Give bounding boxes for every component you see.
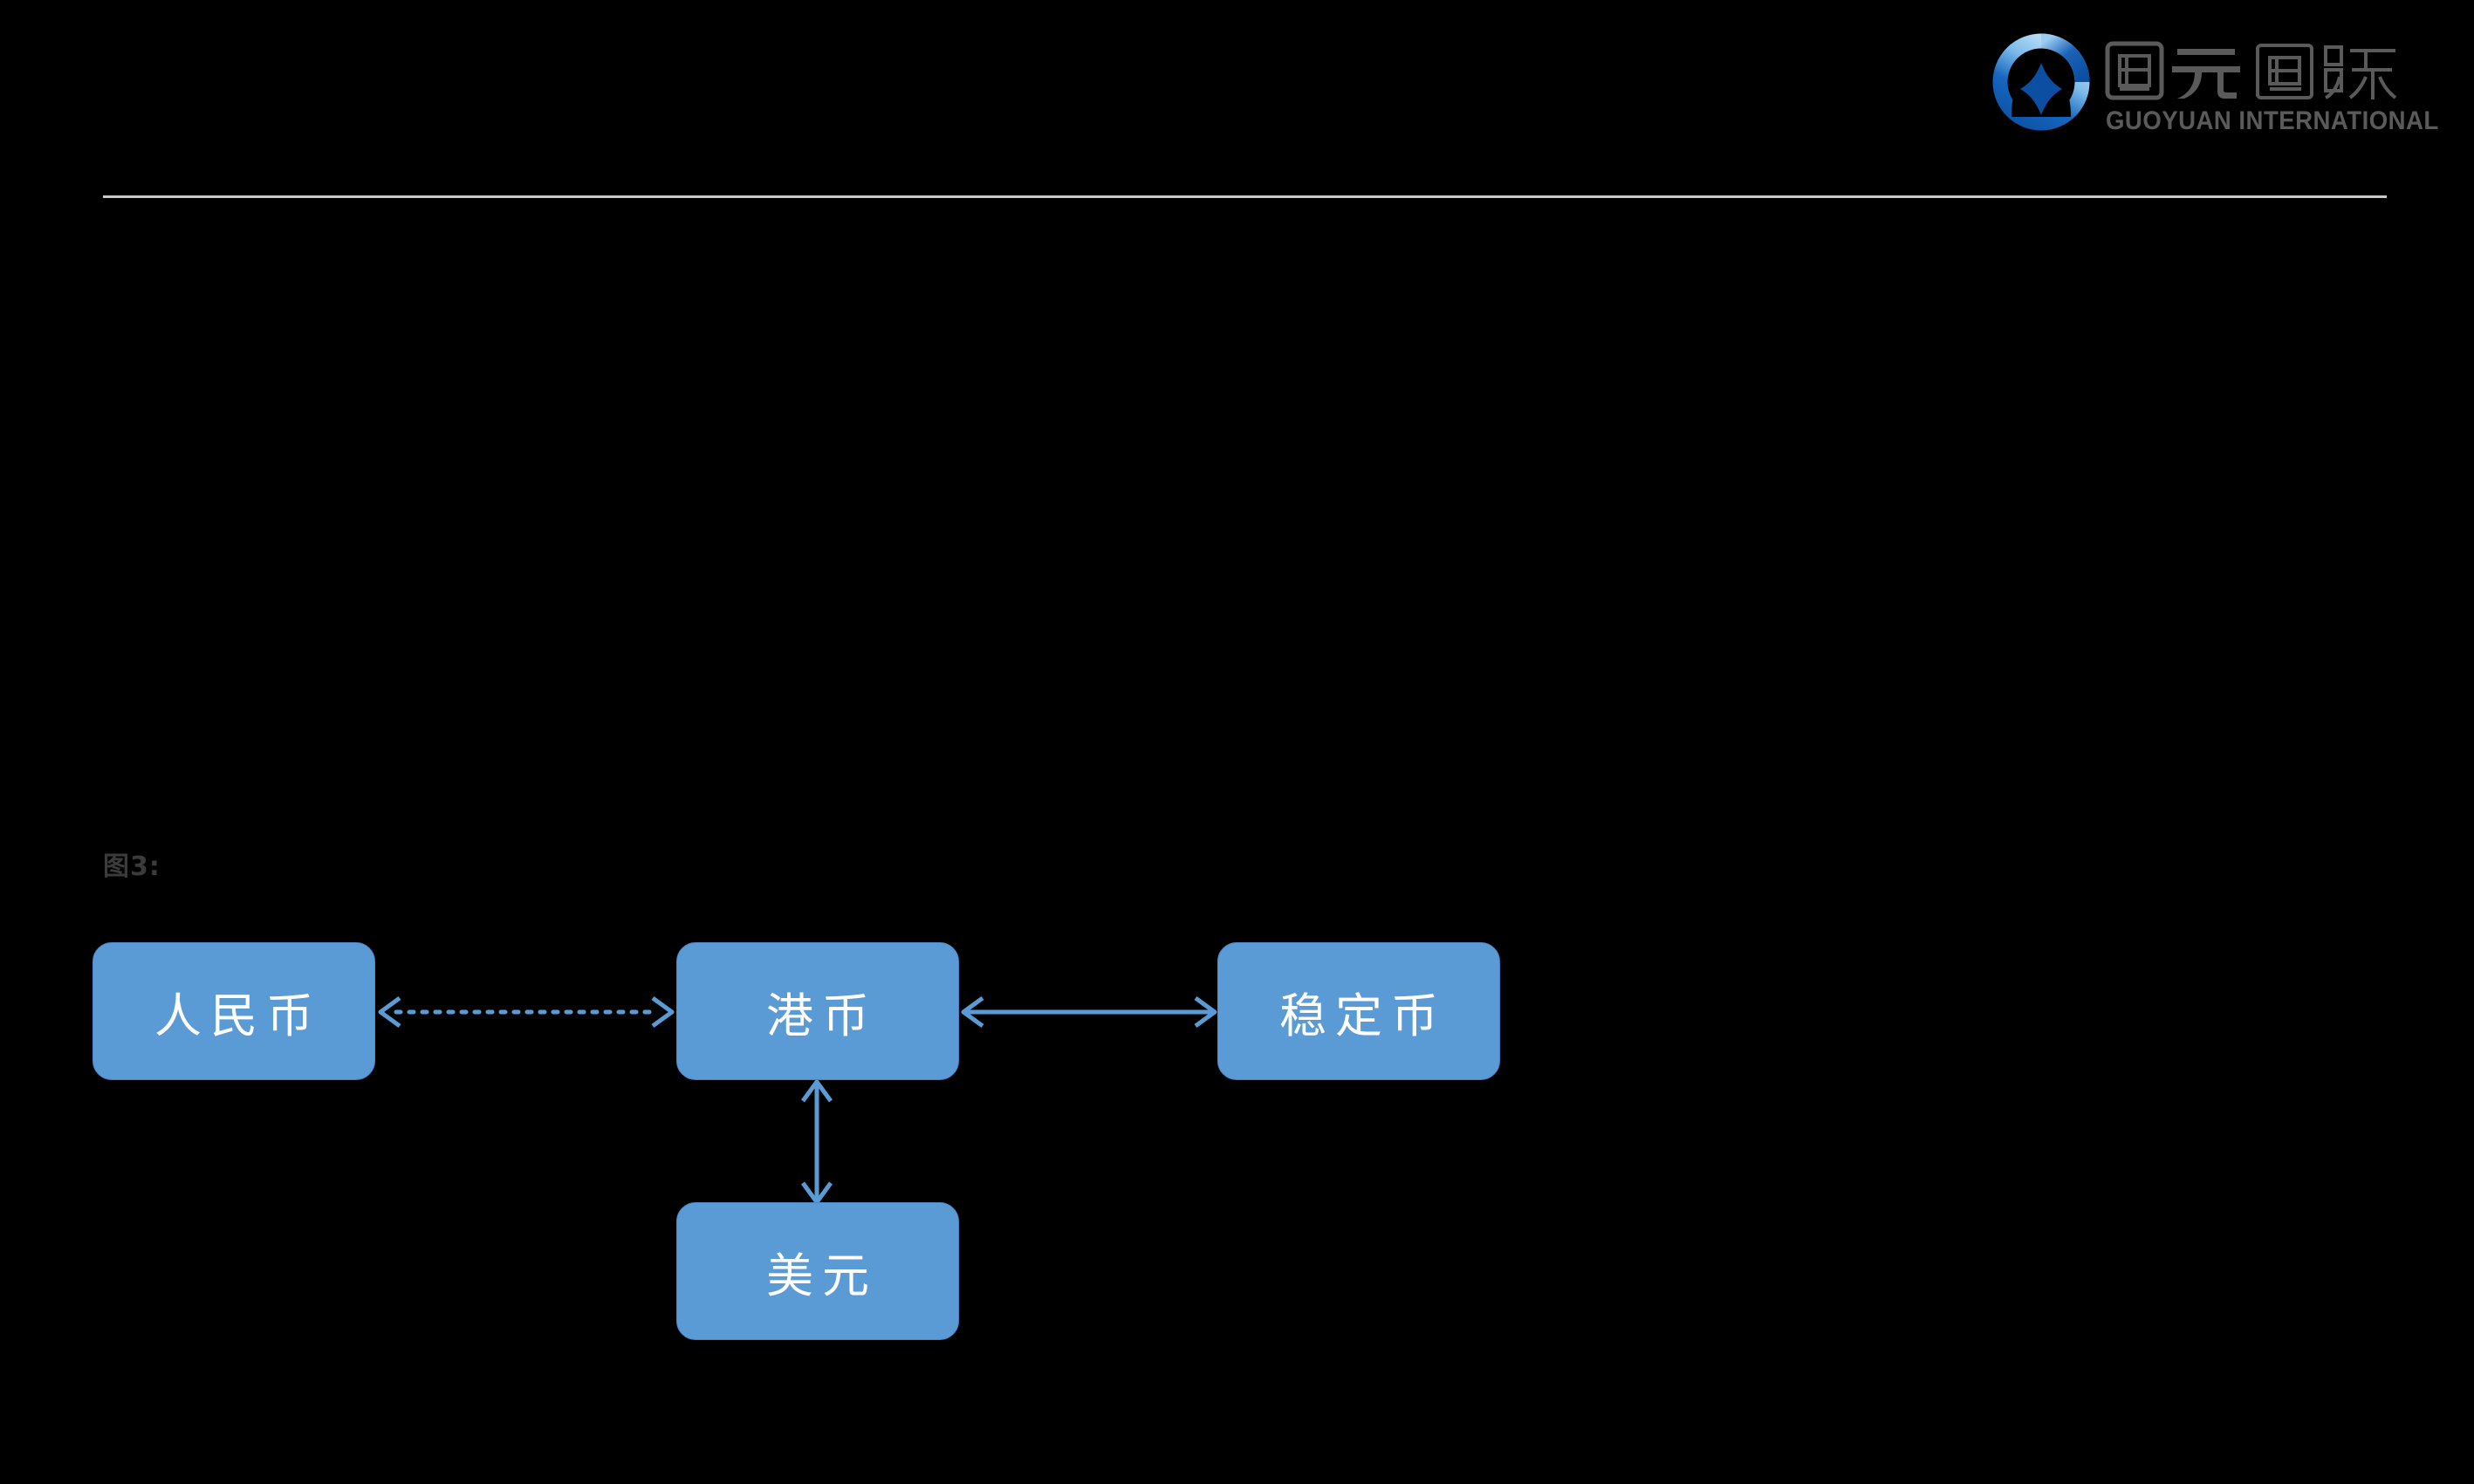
- brand-name-en: GUOYUAN INTERNATIONAL: [2106, 106, 2439, 135]
- diagram-node-hkd[interactable]: 港币: [676, 942, 959, 1080]
- brand-name-cn: [2105, 41, 2397, 100]
- diagram-node-usd[interactable]: 美元: [676, 1202, 959, 1340]
- guoyuan-circular-logo-icon: [1992, 33, 2090, 131]
- connector-cny-hkd: [378, 995, 675, 1029]
- diagram-node-stablecoin[interactable]: 稳定币: [1217, 942, 1500, 1080]
- figure-label: 图3:: [103, 851, 161, 882]
- connector-hkd-usd: [800, 1079, 833, 1205]
- header-divider: [103, 195, 2387, 198]
- brand-logo: GUOYUAN INTERNATIONAL: [1992, 30, 2438, 139]
- diagram-node-cny[interactable]: 人民币: [93, 942, 375, 1080]
- connector-hkd-stable: [961, 995, 1217, 1029]
